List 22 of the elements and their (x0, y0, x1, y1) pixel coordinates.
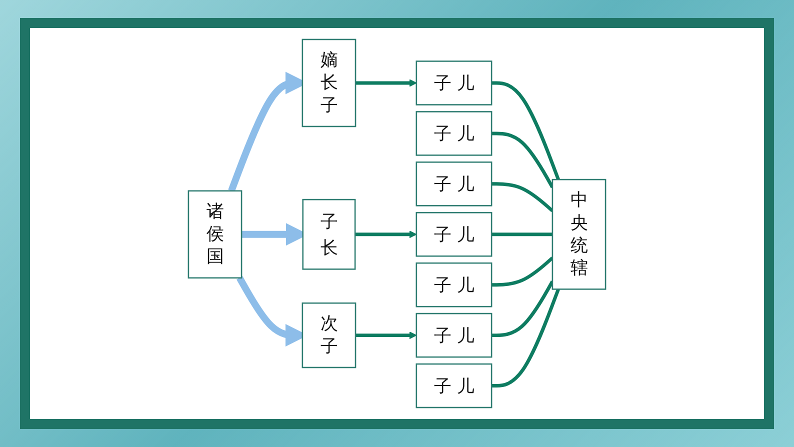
node-box: 子 儿 (416, 60, 492, 106)
connector (492, 288, 560, 388)
connector (492, 182, 554, 212)
connector (492, 81, 560, 180)
node-box: 次子 (302, 302, 356, 368)
arrow (356, 79, 417, 87)
arrow (356, 331, 417, 340)
node-box: 子 儿 (416, 312, 492, 358)
node-box: 子 儿 (416, 111, 492, 156)
connector (492, 232, 552, 236)
connector (492, 256, 554, 287)
node-box: 嫡长子 (302, 38, 356, 128)
node-box: 子 儿 (416, 212, 492, 257)
arrow (355, 230, 417, 238)
node-box: 诸侯国 (188, 190, 242, 279)
node-box: 中央统辖 (552, 178, 606, 290)
connector (492, 132, 554, 188)
node-box: 子 儿 (416, 262, 492, 308)
node-box: 子 长 (302, 198, 356, 270)
node-box: 子 儿 (416, 162, 492, 206)
node-box: 子 儿 (416, 363, 492, 408)
connector (492, 280, 554, 338)
